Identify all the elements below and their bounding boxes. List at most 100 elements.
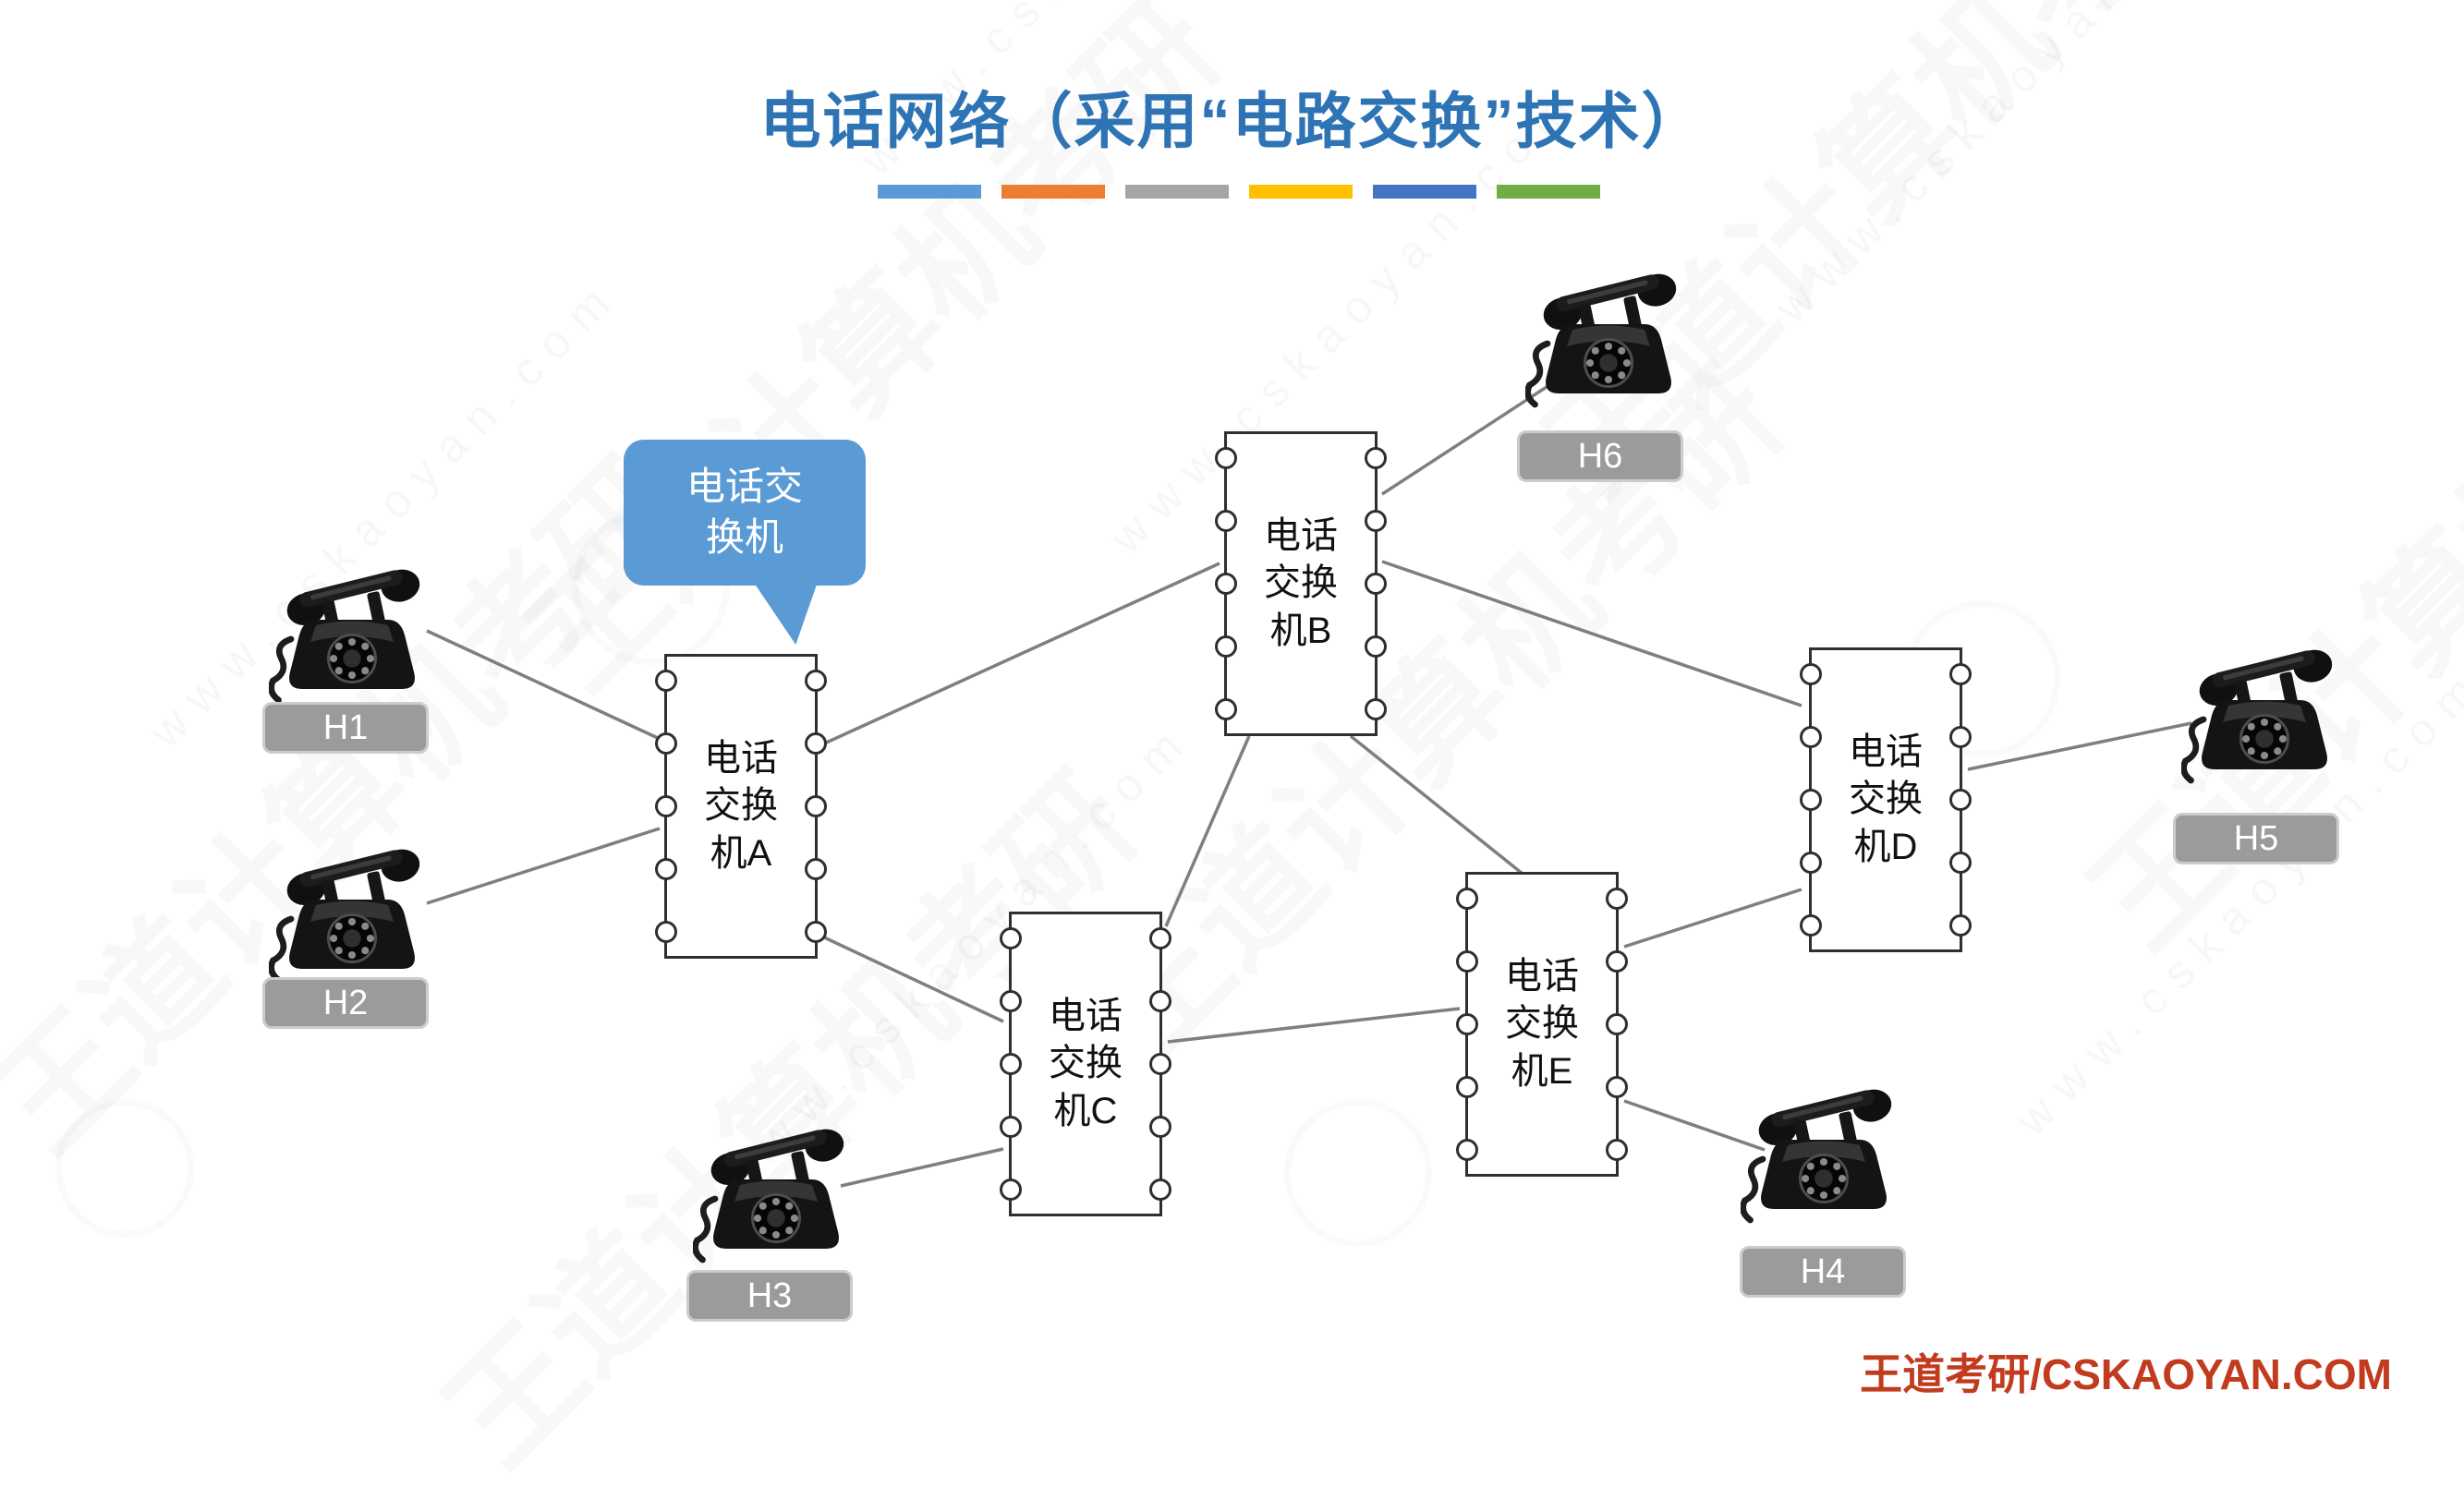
port-circle <box>655 669 677 692</box>
underline-segment <box>878 185 981 199</box>
page-title: 电话网络（采用“电路交换”技术） <box>759 87 1705 155</box>
exchange-node-e: 电话 交换 机E <box>1456 872 1628 1177</box>
port-circle <box>1365 698 1387 721</box>
phone-label-h5: H5 <box>2173 813 2339 864</box>
callout-text: 电话交 换机 <box>624 440 866 586</box>
link-c-e <box>1167 1007 1461 1044</box>
port-circle <box>1949 914 1972 937</box>
port-circle <box>655 921 677 944</box>
port-circle <box>1215 509 1237 532</box>
port-circle <box>1949 852 1972 875</box>
exchange-label-a: 电话 交换 机A <box>704 738 778 874</box>
port-circle <box>1215 446 1237 469</box>
link-b-h6 <box>1381 369 1572 496</box>
phone-label-h3: H3 <box>686 1270 853 1322</box>
port-circle <box>1606 949 1628 973</box>
link-h1-a <box>426 629 661 741</box>
port-circle <box>1606 1013 1628 1035</box>
telephone-icon-h1 <box>269 556 435 708</box>
phone-label-text: H5 <box>2233 818 2279 858</box>
phone-label-text: H4 <box>1800 1251 1846 1291</box>
port-circle <box>1949 725 1972 748</box>
underline-segment <box>1001 185 1105 199</box>
port-circle <box>1800 914 1822 937</box>
port-circle <box>1456 1013 1478 1035</box>
port-circle <box>1800 662 1822 685</box>
port-circle <box>1000 1116 1022 1139</box>
link-e-d <box>1623 888 1802 949</box>
phone-label-text: H1 <box>322 707 369 747</box>
port-circle <box>1606 1139 1628 1162</box>
port-circle <box>1000 1179 1022 1202</box>
port-circle <box>1000 1053 1022 1075</box>
port-circle <box>655 795 677 817</box>
telephone-icon-h3 <box>693 1116 859 1268</box>
footer-brand: 王道考研/CSKAOYAN.COM <box>1860 1350 2392 1398</box>
port-circle <box>1456 949 1478 973</box>
link-h2-a <box>426 827 661 905</box>
phone-label-text: H3 <box>746 1275 793 1315</box>
port-circle <box>1365 573 1387 595</box>
link-c-h3 <box>840 1147 1004 1188</box>
port-circle <box>805 858 827 881</box>
port-circle <box>1800 852 1822 875</box>
port-circle <box>1456 1139 1478 1162</box>
link-b-d <box>1381 560 1802 707</box>
port-circle <box>655 858 677 881</box>
port-circle <box>1606 1076 1628 1099</box>
port-circle <box>805 795 827 817</box>
link-b-c <box>1164 735 1251 927</box>
phone-label-h1: H1 <box>262 702 429 754</box>
port-circle <box>1149 1116 1171 1139</box>
underline-segment <box>1497 185 1600 199</box>
exchange-node-b: 电话 交换 机B <box>1215 431 1387 736</box>
port-circle <box>1000 926 1022 949</box>
exchange-node-c: 电话 交换 机C <box>1000 912 1171 1216</box>
port-circle <box>1149 1179 1171 1202</box>
phone-label-h2: H2 <box>262 977 429 1029</box>
link-a-b <box>821 562 1220 746</box>
exchange-node-a: 电话 交换 机A <box>655 654 827 959</box>
telephone-icon-h4 <box>1741 1076 1907 1228</box>
port-circle <box>805 669 827 692</box>
port-circle <box>1949 789 1972 811</box>
link-e-h4 <box>1623 1099 1766 1152</box>
port-circle <box>1949 662 1972 685</box>
underline-segment <box>1125 185 1229 199</box>
underline-segment <box>1249 185 1353 199</box>
port-circle <box>1456 887 1478 910</box>
port-circle <box>1365 446 1387 469</box>
telephone-icon-h5 <box>2181 636 2348 789</box>
port-circle <box>1800 725 1822 748</box>
link-d-h5 <box>1967 721 2192 771</box>
underline-segment <box>1373 185 1476 199</box>
phone-label-h4: H4 <box>1740 1246 1906 1298</box>
exchange-label-d: 电话 交换 机D <box>1849 731 1923 867</box>
port-circle <box>1365 509 1387 532</box>
port-circle <box>1456 1076 1478 1099</box>
callout-telephone-exchange: 电话交 换机 <box>624 440 866 645</box>
exchange-label-c: 电话 交换 机C <box>1049 996 1123 1131</box>
port-circle <box>1800 789 1822 811</box>
phone-label-h6: H6 <box>1517 430 1683 482</box>
port-circle <box>1215 635 1237 659</box>
title-underline <box>878 185 1600 199</box>
telephone-icon-h2 <box>269 836 435 988</box>
port-circle <box>1149 989 1171 1012</box>
link-b-e <box>1349 734 1524 876</box>
port-circle <box>1149 1053 1171 1075</box>
port-circle <box>655 731 677 755</box>
port-circle <box>1215 698 1237 721</box>
port-circle <box>805 921 827 944</box>
connection-lines <box>426 369 2192 1188</box>
port-circle <box>805 731 827 755</box>
port-circle <box>1000 989 1022 1012</box>
exchange-label-e: 电话 交换 机E <box>1505 956 1579 1092</box>
phone-label-text: H6 <box>1577 436 1623 476</box>
link-a-c <box>821 935 1004 1023</box>
exchange-label-b: 电话 交换 机B <box>1264 515 1338 651</box>
phone-label-text: H2 <box>322 983 369 1022</box>
port-circle <box>1606 887 1628 910</box>
port-circle <box>1215 573 1237 595</box>
port-circle <box>1149 926 1171 949</box>
